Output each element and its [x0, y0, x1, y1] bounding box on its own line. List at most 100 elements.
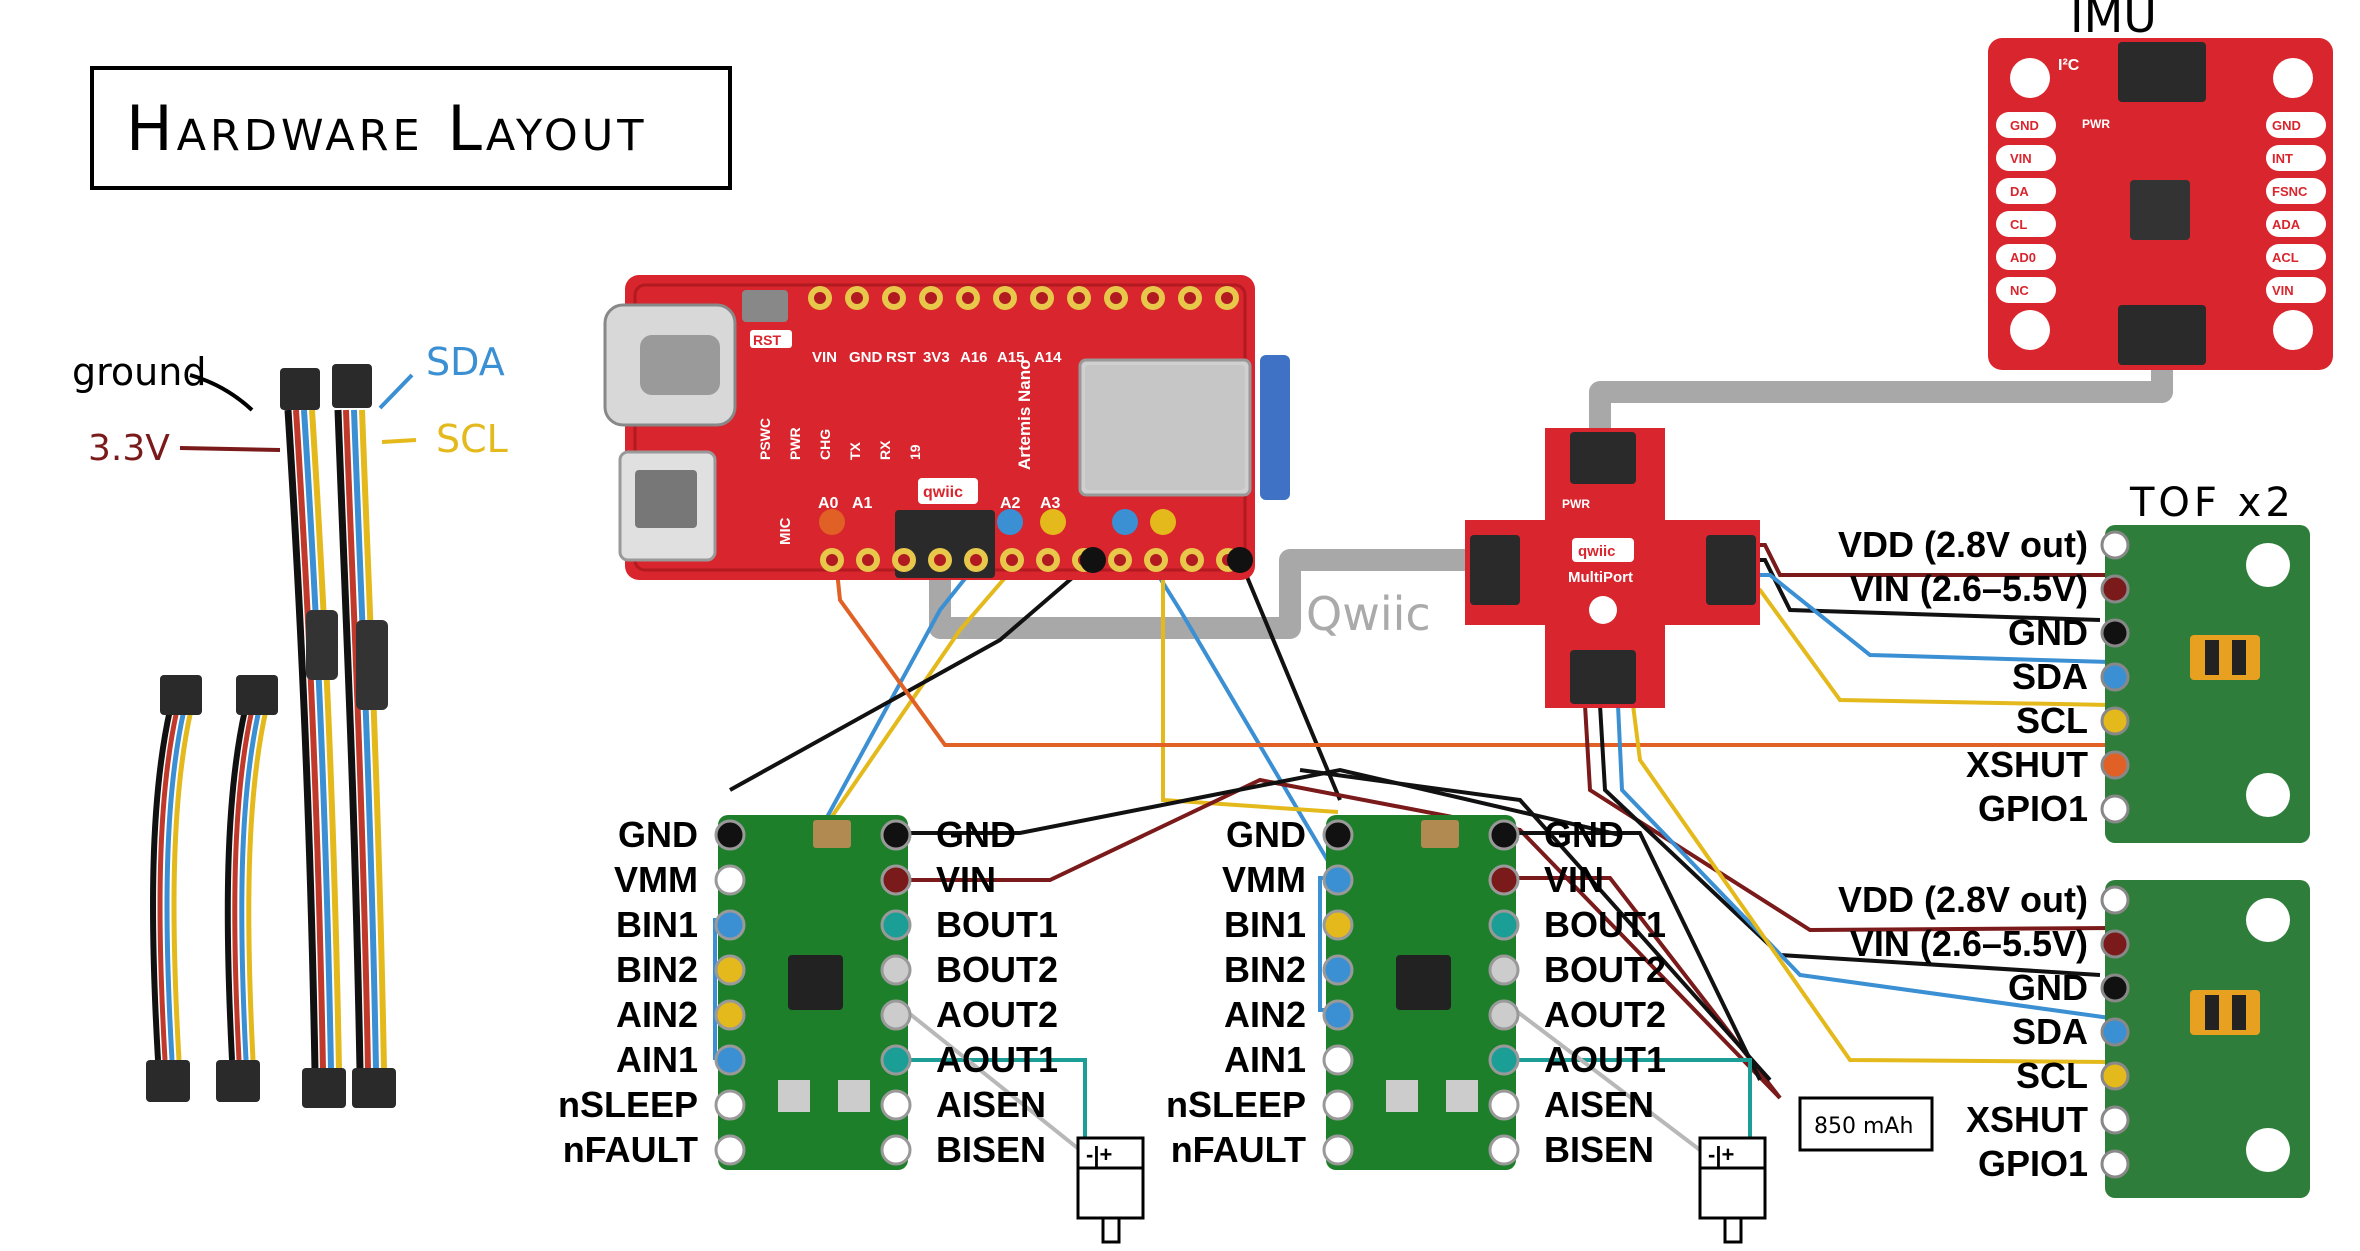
tof-pin-label: SDA	[2012, 656, 2088, 697]
driver-chip	[1396, 955, 1451, 1010]
tof-pin-label: SDA	[2012, 1011, 2088, 1052]
wire-endpoint	[819, 509, 845, 535]
driver-right-pin-label: AISEN	[936, 1084, 1046, 1125]
driver-pin	[880, 909, 912, 941]
imu-right-pin-label: FSNC	[2272, 184, 2308, 199]
qwiic-cable-label: Qwiic	[1306, 587, 1431, 641]
driver-left-pin-label: nSLEEP	[1166, 1084, 1306, 1125]
driver-pin	[1488, 954, 1520, 986]
antenna	[1260, 355, 1290, 500]
wire-endpoints	[819, 509, 1253, 573]
tof-pin-label: GND	[2008, 612, 2088, 653]
imu-pad	[1996, 211, 2056, 237]
qwiic-cable-multiport-imu	[1589, 352, 2173, 445]
driver-pin	[880, 954, 912, 986]
long-cable-1	[280, 368, 346, 1108]
imu-bottom-connector	[2118, 305, 2206, 365]
imu-left-pin-label: DA	[2010, 184, 2029, 199]
driver-right-pin-label: BOUT2	[1544, 949, 1666, 990]
driver-right-pin-label: BOUT1	[936, 904, 1058, 945]
driver-right-pin-label: GND	[936, 814, 1016, 855]
driver-left-pin-label: BIN1	[616, 904, 698, 945]
driver-pin	[714, 1044, 746, 1076]
driver-left-pin-label: VMM	[1222, 859, 1306, 900]
tof-pin	[2100, 1149, 2130, 1179]
driver-pin	[1322, 1089, 1354, 1121]
driver-pin	[1322, 999, 1354, 1031]
motor-body	[1076, 1166, 1145, 1220]
tof-pin	[2100, 574, 2130, 604]
multiport-right-connector	[1706, 535, 1756, 605]
driver-pin	[714, 864, 746, 896]
driver-pin	[1322, 819, 1354, 851]
wire-endpoint	[1112, 509, 1138, 535]
motor-2: -|+	[1698, 1136, 1767, 1244]
connector	[352, 1068, 396, 1108]
mic-label: MIC	[777, 517, 794, 545]
tof-pin	[2100, 662, 2130, 692]
artemis-top-pin-label: 3V3	[923, 349, 950, 366]
tof-pin-label: XSHUT	[1966, 744, 2088, 785]
sda-pointer	[378, 373, 414, 410]
driver-right-pin-label: AOUT1	[936, 1039, 1058, 1080]
imu-right-pin-label: ADA	[2272, 217, 2301, 232]
reset-button	[742, 290, 788, 322]
driver-right-pin-label: AOUT2	[936, 994, 1058, 1035]
driver-pin	[714, 909, 746, 941]
artemis-side-label: PSWC	[757, 418, 773, 460]
driver-pin	[880, 1044, 912, 1076]
imu-chip	[2130, 180, 2190, 240]
battery-box	[1798, 1096, 1934, 1152]
imu-pad	[2266, 211, 2326, 237]
artemis-side-label: 19	[907, 444, 923, 460]
driver-right-pin-label: AISEN	[1544, 1084, 1654, 1125]
multiport-name: MultiPort	[1568, 569, 1633, 586]
driver-pin	[714, 1089, 746, 1121]
driver-pin	[714, 954, 746, 986]
artemis-top-pin-label: A14	[1034, 349, 1062, 366]
tof-pin	[2100, 750, 2130, 780]
artemis-name: Artemis Nano	[1015, 359, 1034, 470]
tof-pin	[2100, 706, 2130, 736]
wire-driver2-gnd	[1515, 831, 1762, 1081]
tof-pin-label: XSHUT	[1966, 1099, 2088, 1140]
artemis-side-label: TX	[847, 441, 863, 460]
connector	[146, 1060, 190, 1102]
imu-left-pin-label: GND	[2010, 118, 2039, 133]
driver-right-pin-label: BISEN	[1544, 1129, 1654, 1170]
cable-label-sda: SDA	[426, 340, 505, 384]
wire-driver2-aout1	[1515, 1058, 1752, 1145]
artemis-bottom-pin-label: A2	[1000, 495, 1021, 512]
tof-label: TOF x2	[2129, 480, 2295, 526]
multiport-pwr: PWR	[1562, 497, 1590, 511]
tof-pin-label: VDD (2.8V out)	[1838, 879, 2088, 920]
scl-pointer	[381, 438, 417, 444]
imu-pad	[1996, 244, 2056, 270]
tof-pin	[2100, 1017, 2130, 1047]
tof-pin	[2100, 1105, 2130, 1135]
imu-pad	[2266, 178, 2326, 204]
wire-driver1-gnd	[905, 767, 1621, 837]
driver-pin	[880, 1134, 912, 1166]
artemis-top-pin-label: A16	[960, 349, 988, 366]
driver-pin	[1322, 864, 1354, 896]
driver-right-pin-label: BOUT2	[936, 949, 1058, 990]
rst-label: RST	[753, 332, 781, 348]
artemis-top-pin-label: VIN	[812, 349, 837, 366]
tof-pin	[2100, 530, 2130, 560]
driver-pin	[1322, 909, 1354, 941]
qwiic-cables	[146, 364, 396, 1108]
driver-left-pin-label: BIN2	[1224, 949, 1306, 990]
imu-label: IMU	[2070, 0, 2157, 43]
wire-a3-bin2-driver2	[1161, 522, 1339, 814]
imu-pad	[2266, 145, 2326, 171]
cable-label-scl: SCL	[436, 417, 508, 461]
driver-left-pin-label: GND	[618, 814, 698, 855]
cable-label-ground: ground	[72, 350, 206, 394]
artemis-top-pin-label: RST	[886, 349, 916, 366]
tof-pcb	[2105, 880, 2310, 1198]
driver-left-pin-label: nSLEEP	[558, 1084, 698, 1125]
imu-right-pin-label: GND	[2272, 118, 2301, 133]
wire-endpoint	[1227, 547, 1253, 573]
